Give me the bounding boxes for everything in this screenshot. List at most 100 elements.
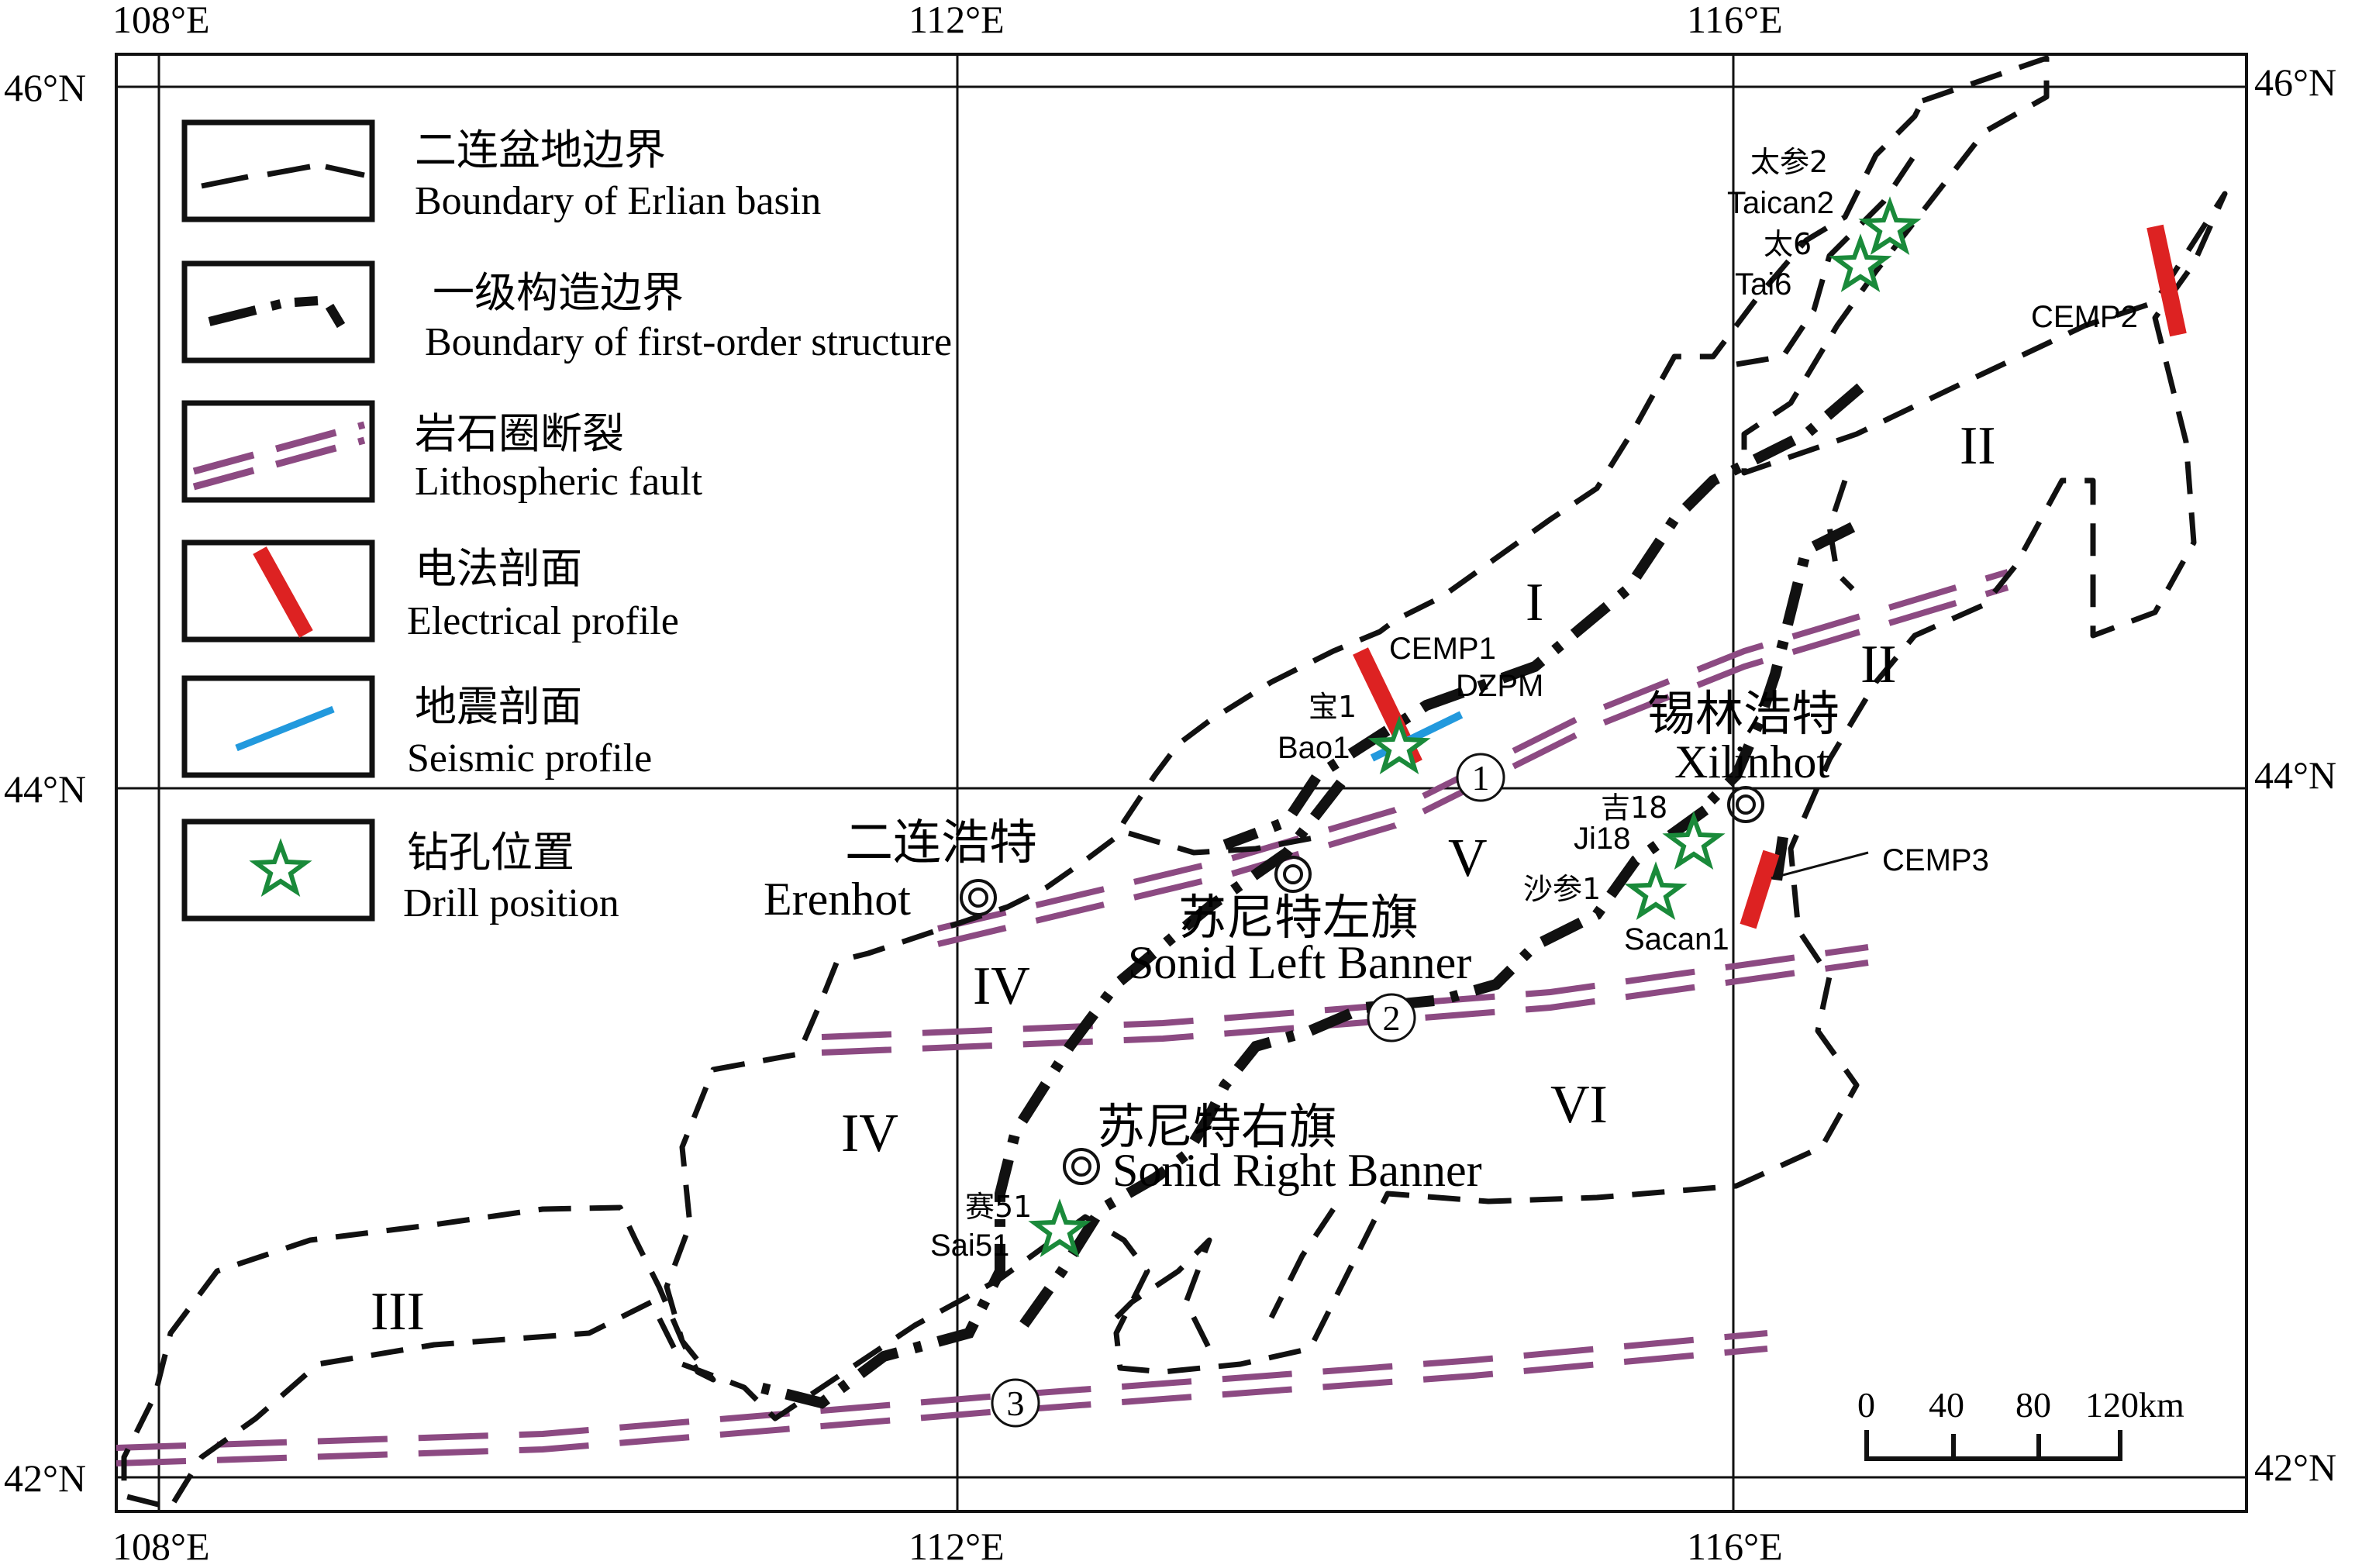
tick-top-108: 108°E: [112, 0, 210, 41]
sonid-left-label-cn: 苏尼特左旗: [1178, 889, 1419, 946]
cemp3-profile-bar: [1740, 849, 1780, 929]
legend-box-structure: [181, 260, 375, 364]
scale-tick-80: 80: [2015, 1385, 2051, 1425]
fault-line-3b: [116, 1346, 1768, 1466]
ji18-label-en: Ji18: [1574, 822, 1630, 856]
fault-2-number: 2: [1383, 998, 1401, 1038]
tick-bottom-108: 108°E: [112, 1525, 210, 1568]
sonid-left-marker-icon: [1274, 856, 1312, 893]
tick-top-112: 112°E: [909, 0, 1005, 41]
sai51-label-en: Sai51: [930, 1229, 1009, 1263]
fault-3-number: 3: [1007, 1384, 1025, 1423]
basin-boundary-inner-c: [1114, 1237, 1212, 1350]
structure-label-II-south: II: [1860, 635, 1897, 694]
xilinhot-label-cn: 锡林浩特: [1647, 685, 1840, 742]
fault-3-circle: [991, 1378, 1040, 1428]
structure-boundary-1: [1222, 383, 1864, 850]
tick-right-42: 42°N: [2254, 1446, 2336, 1489]
structure-boundary-4: [1019, 805, 1709, 1329]
structure-boundary-5: [1770, 836, 1788, 892]
sacan1-star-icon: [1624, 861, 1688, 921]
legend-box-electrical: [181, 539, 375, 643]
fault-numbers: 1 2 3: [991, 753, 1505, 1428]
cemp2-profile-bar: [2146, 224, 2187, 337]
drill-positions: [1028, 196, 1922, 1258]
legend-label-en-3: Electrical profile: [407, 599, 679, 643]
sai51-star-icon: [1028, 1198, 1091, 1258]
erenhot-label-en: Erenhot: [764, 874, 911, 925]
bao1-label-en: Bao1: [1278, 731, 1350, 765]
city-labels: 二连浩特 Erenhot 苏尼特左旗 Sonid Left Banner 苏尼特…: [764, 685, 1840, 1196]
basin-boundary-inner-b: [1128, 830, 1319, 856]
structure-label-IV-north: IV: [973, 956, 1030, 1016]
legend-label-en-2: Lithospheric fault: [415, 460, 703, 504]
taican2-label-cn: 太参2: [1750, 145, 1828, 179]
xilinhot-label-en: Xilinhot: [1674, 736, 1829, 787]
tick-top-116: 116°E: [1687, 0, 1783, 41]
tick-left-42: 42°N: [4, 1456, 86, 1500]
fault-line-1b: [937, 584, 2009, 947]
lithospheric-faults: [116, 569, 2009, 1466]
first-order-structure-boundaries: [758, 383, 1864, 1409]
basin-boundaries: [121, 55, 2228, 1511]
legend-dash-dot-line-icon: [208, 296, 346, 329]
structure-boundary-3: [758, 779, 1346, 1409]
ji18-star-icon: [1662, 811, 1726, 870]
legend-double-dashed-line-icon: [192, 421, 366, 491]
basin-boundary-main: [121, 55, 2228, 1511]
legend-star-icon: [249, 838, 312, 898]
tai6-label-en: Tai6: [1735, 267, 1791, 302]
legend: 二连盆地边界 Boundary of Erlian basin 一级构造边界 B…: [181, 119, 952, 925]
erenhot-marker-icon: [960, 879, 997, 916]
taican2-label-en: Taican2: [1727, 186, 1834, 220]
legend-label-en-5: Drill position: [403, 881, 619, 925]
well-labels: 太参2 Taican2 太6 Tai6 宝1 Bao1 吉18 Ji18 沙参1…: [930, 145, 2138, 1263]
scale-tick-40: 40: [1929, 1385, 1964, 1425]
structure-label-VI: VI: [1550, 1075, 1608, 1135]
graticule: [116, 54, 2246, 1511]
bao1-label-cn: 宝1: [1309, 690, 1357, 724]
legend-label-en-0: Boundary of Erlian basin: [415, 179, 821, 223]
sonid-left-label-en: Sonid Left Banner: [1128, 937, 1471, 988]
cemp2-label: CEMP2: [2031, 300, 2138, 334]
scale-bar: 0 40 80 120km: [1857, 1385, 2184, 1461]
tick-left-46: 46°N: [4, 66, 86, 109]
structure-labels: I II II III IV IV V VI: [371, 416, 1996, 1342]
scale-tick-0: 0: [1857, 1385, 1875, 1425]
structure-label-V: V: [1448, 829, 1488, 888]
legend-box-seismic: [181, 675, 375, 778]
tai6-label-cn: 太6: [1764, 227, 1812, 261]
fault-line-2a: [821, 944, 1869, 1040]
dzpm-label: DZPM: [1456, 669, 1543, 703]
sonid-right-marker-icon: [1063, 1148, 1100, 1185]
axis-labels: 108°E 112°E 116°E 108°E 112°E 116°E 46°N…: [4, 0, 2336, 1568]
structure-label-I: I: [1526, 573, 1543, 632]
tai6-star-icon: [1829, 233, 1892, 293]
sacan1-label-cn: 沙参1: [1523, 872, 1601, 906]
cemp1-label: CEMP1: [1389, 632, 1496, 666]
structure-boundary-2: [1702, 522, 1856, 810]
taican2-star-icon: [1858, 196, 1922, 256]
legend-dashed-line-icon: [201, 164, 365, 189]
ji18-label-cn: 吉18: [1601, 791, 1667, 825]
tick-bottom-112: 112°E: [909, 1525, 1005, 1568]
fault-1-circle: [1456, 753, 1505, 802]
tick-bottom-116: 116°E: [1687, 1525, 1783, 1568]
fault-1-number: 1: [1472, 758, 1490, 798]
tick-left-44: 44°N: [4, 767, 86, 811]
basin-boundary-inner-d: [1268, 1208, 1336, 1319]
legend-label-cn-3: 电法剖面: [415, 544, 582, 593]
basin-boundary-inner-a: [1736, 153, 1917, 367]
tick-right-44: 44°N: [2254, 753, 2336, 797]
legend-label-cn-1: 一级构造边界: [433, 268, 684, 317]
bao1-star-icon: [1367, 715, 1431, 775]
city-markers: [960, 786, 1764, 1185]
basin-boundary-inner-e: [1826, 479, 1855, 591]
map-frame: [115, 53, 2248, 1513]
legend-label-cn-5: 钻孔位置: [407, 828, 574, 877]
legend-blue-line-icon: [235, 705, 335, 752]
fault-2-circle: [1367, 993, 1416, 1042]
structure-label-II-north: II: [1960, 416, 1996, 476]
sonid-right-label-en: Sonid Right Banner: [1112, 1145, 1482, 1196]
